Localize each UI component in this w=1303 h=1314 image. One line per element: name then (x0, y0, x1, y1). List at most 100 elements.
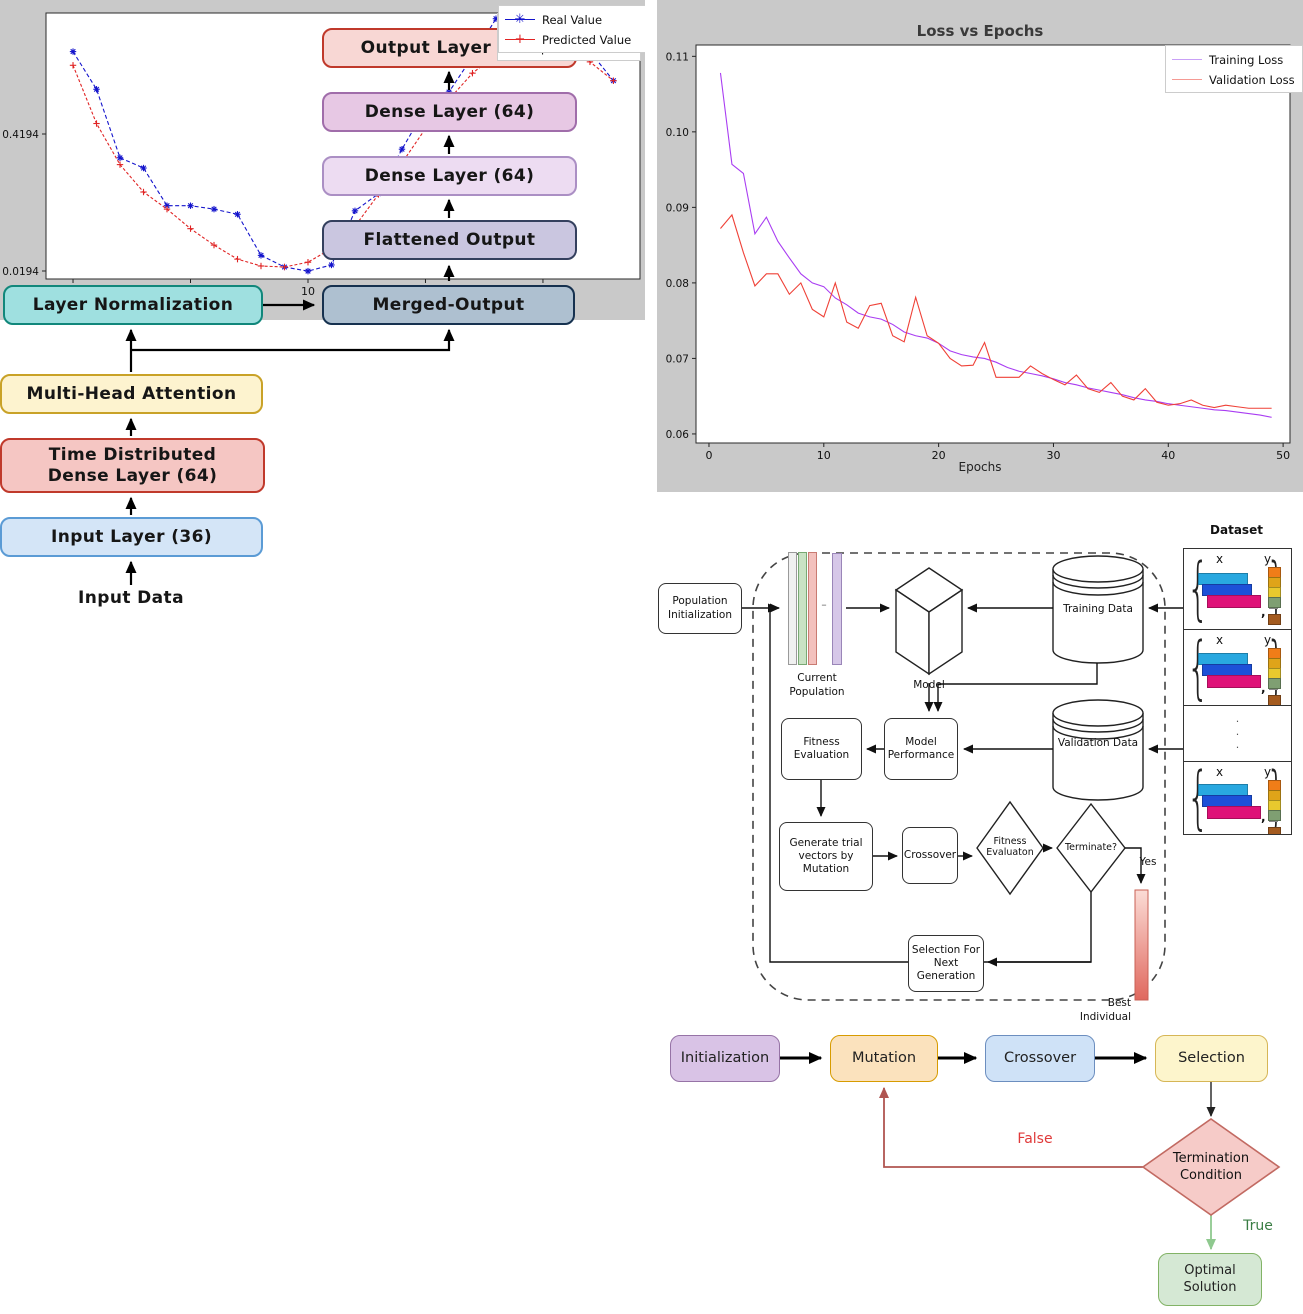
ga-optimal-solution-box: Optimal Solution (1158, 1253, 1262, 1306)
nn-merged-output: Merged-Output (322, 285, 575, 325)
svg-text:0: 0 (705, 449, 712, 462)
svg-text:20: 20 (932, 449, 946, 462)
dataset-title: Dataset (1210, 523, 1263, 537)
y-label: y (1264, 633, 1272, 647)
ellipsis-dots: ... (1235, 712, 1240, 751)
svg-text:0.4194: 0.4194 (2, 129, 39, 141)
chart3-title: Loss vs Epochs (916, 22, 1044, 40)
fitness-diamond-label: Fitness Evaluaton (986, 836, 1034, 859)
dataset-cell: {}xy, (1184, 549, 1291, 630)
dataset-cell: ... (1184, 706, 1291, 762)
nn-dense-layer-2: Dense Layer (64) (322, 156, 577, 196)
y-square (1268, 614, 1281, 625)
legend-entry: ✳Real Value (505, 10, 637, 30)
terminate-diamond-label: Terminate? (1064, 842, 1118, 853)
de-arrows (742, 603, 1183, 967)
svg-text:50: 50 (1276, 449, 1290, 462)
svg-text:0.11: 0.11 (666, 51, 689, 63)
selection-next-generation-box: Selection For Next Generation (908, 935, 984, 992)
y-square (1268, 695, 1281, 705)
population-bar-1 (788, 552, 797, 665)
dataset-cell: {}xy, (1184, 630, 1291, 706)
svg-text:30: 30 (1046, 449, 1060, 462)
dataset-cell: {}xy, (1184, 762, 1291, 834)
training-data-cylinder-icon (1052, 555, 1144, 664)
nn-dense-layer-1: Dense Layer (64) (322, 92, 577, 132)
chart3-xlabel: Epochs (958, 460, 1002, 474)
ga-crossover-box: Crossover (985, 1035, 1095, 1082)
x-bar-magenta (1207, 674, 1261, 688)
model-label: Model (913, 679, 945, 691)
population-bar-3 (808, 552, 817, 665)
y-square (1268, 827, 1281, 834)
svg-text:0.06: 0.06 (666, 429, 690, 441)
nn-time-distributed-dense: Time Distributed Dense Layer (64) (0, 438, 265, 493)
best-individual-bar (1134, 889, 1149, 1001)
nn-input-data-label: Input Data (78, 588, 184, 608)
nn-arrows (125, 70, 455, 585)
y-label: y (1264, 765, 1272, 779)
ga-mutation-box: Mutation (830, 1035, 938, 1082)
population-bar-2 (798, 552, 807, 665)
ga-false-label: False (1017, 1131, 1053, 1147)
termination-condition-label: Termination Condition (1172, 1151, 1250, 1183)
population-initialization-box: Population Initialization (658, 583, 742, 634)
x-label: x (1216, 552, 1224, 566)
training-data-label: Training Data (1063, 603, 1133, 615)
x-bar-magenta (1207, 805, 1261, 819)
svg-text:0.09: 0.09 (666, 202, 689, 214)
validation-data-cylinder-icon (1052, 699, 1144, 801)
comma: , (1261, 605, 1266, 619)
nn-edges (125, 70, 455, 585)
nn-multi-head-attention: Multi-Head Attention (0, 374, 263, 414)
population-bar-gap-dash: – (821, 599, 827, 611)
legend-entry: +Predicted Value (505, 30, 637, 50)
svg-text:0.0194: 0.0194 (2, 266, 39, 278)
svg-text:40: 40 (1161, 449, 1175, 462)
chart2-legend: ✳Real Value+Predicted Value (498, 5, 645, 53)
comma: , (1261, 810, 1266, 824)
svg-text:0.10: 0.10 (666, 127, 689, 139)
x-label: x (1216, 765, 1224, 779)
legend-entry: Validation Loss (1172, 70, 1295, 90)
open-brace: { (1186, 630, 1210, 706)
chart3-ylabel: Loss (657, 231, 661, 259)
nn-architecture-diagram: Output Layer (24) Dense Layer (64) Dense… (0, 0, 652, 624)
ga-true-label: True (1243, 1218, 1273, 1234)
y-square (1268, 597, 1281, 608)
open-brace: { (1186, 549, 1210, 629)
y-square (1268, 810, 1281, 821)
nn-flattened-output: Flattened Output (322, 220, 577, 260)
validation-data-label: Validation Data (1057, 737, 1139, 749)
x-label: x (1216, 633, 1224, 647)
population-bar-4 (832, 553, 842, 665)
de-flowchart: Population Initialization – Current Popu… (655, 515, 1303, 1045)
legend-entry: Training Loss (1172, 50, 1294, 70)
ga-flowchart: Initialization Mutation Crossover Select… (655, 1020, 1303, 1314)
ga-selection-box: Selection (1155, 1035, 1268, 1082)
generate-trial-vectors-box: Generate trial vectors by Mutation (779, 822, 873, 891)
best-individual-label: Best Individual (1079, 997, 1131, 1023)
svg-text:10: 10 (301, 285, 315, 298)
de-flowchart-edges (742, 552, 1183, 1001)
comma: , (1261, 681, 1266, 695)
nn-input-layer: Input Layer (36) (0, 517, 263, 557)
x-bar-magenta (1207, 595, 1261, 608)
termination-diamond (1141, 1118, 1281, 1216)
fitness-evaluation-box: Fitness Evaluation (781, 718, 862, 780)
y-square (1268, 678, 1281, 689)
current-population-label: Current Population (789, 672, 845, 698)
svg-text:0.08: 0.08 (666, 278, 689, 290)
model-cube-icon (894, 567, 964, 676)
ga-edges (780, 1052, 1216, 1251)
ga-edges-canvas (780, 1052, 1281, 1251)
open-brace: { (1186, 762, 1210, 834)
yes-label: Yes (1139, 856, 1157, 868)
svg-text:10: 10 (817, 449, 831, 462)
nn-layer-normalization: Layer Normalization (3, 285, 263, 325)
dataset-column: {}xy,{}xy,...{}xy, (1183, 548, 1292, 835)
